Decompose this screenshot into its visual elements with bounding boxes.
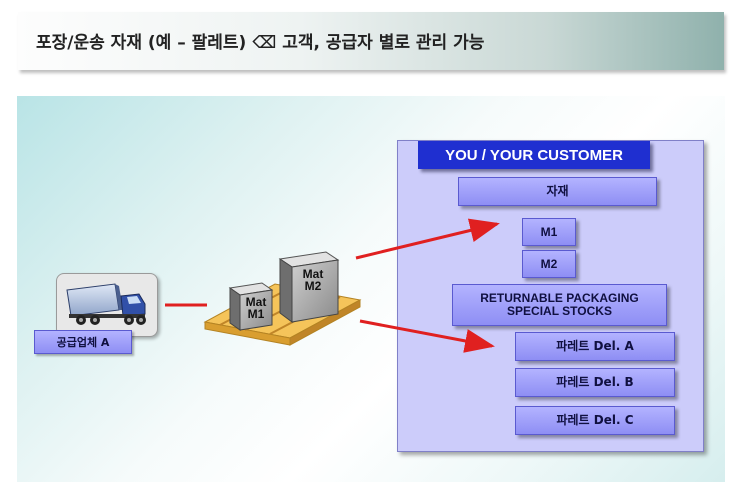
- customer-title: YOU / YOUR CUSTOMER: [418, 141, 650, 169]
- mat-m2-label: Mat M2: [302, 267, 324, 293]
- returnable-packaging-box: RETURNABLE PACKAGING SPECIAL STOCKS: [452, 284, 667, 326]
- mat-m1-cube: [228, 282, 274, 331]
- arrow-to-pallets: [359, 319, 495, 353]
- mat-m1-label: Mat M1: [245, 295, 267, 321]
- material-box: 자재: [458, 177, 657, 206]
- title-banner: 포장/운송 자재 (예 – 팔레트) ⌫ 고객, 공급자 별로 관리 가능: [18, 12, 724, 70]
- supplier-a-label: 공급업체 A: [34, 330, 132, 354]
- pallet-del-b-box: 파레트 Del. B: [515, 368, 675, 397]
- packaging-label-line2: SPECIAL STOCKS: [507, 304, 612, 318]
- arrow-to-material: [355, 218, 500, 260]
- pallet-del-c-box: 파레트 Del. C: [515, 406, 675, 435]
- pallet-del-a-box: 파레트 Del. A: [515, 332, 675, 361]
- m2-box: M2: [522, 250, 576, 278]
- m1-box: M1: [522, 218, 576, 246]
- truck-icon: [66, 283, 146, 325]
- truck-frame: [56, 273, 158, 337]
- packaging-label-line1: RETURNABLE PACKAGING: [480, 291, 639, 305]
- mat-m2-cube: [278, 251, 340, 323]
- page-title: 포장/운송 자재 (예 – 팔레트) ⌫ 고객, 공급자 별로 관리 가능: [36, 33, 485, 53]
